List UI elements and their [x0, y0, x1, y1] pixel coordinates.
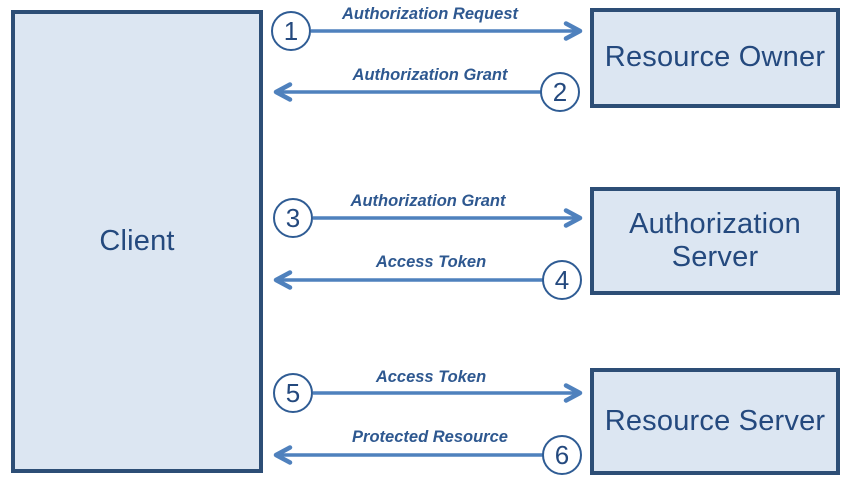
step-3-badge: 3: [273, 198, 313, 238]
step-2-number: 2: [552, 76, 568, 107]
resource-server-box-label: Resource Server: [604, 404, 826, 437]
flow-3-label: Authorization Grant: [350, 192, 506, 210]
step-4-number: 4: [554, 264, 570, 295]
step-2-badge: 2: [540, 72, 580, 112]
step-6-number: 6: [554, 439, 570, 470]
flow-6-label: Protected Resource: [352, 428, 508, 446]
step-5-badge: 5: [273, 373, 313, 413]
step-1-badge: 1: [271, 11, 311, 51]
client-box: Client: [11, 10, 263, 473]
flow-1-label: Authorization Request: [342, 5, 518, 23]
flow-5-label: Access Token: [375, 368, 487, 386]
authorization-server-box-label: Authorization Server: [629, 207, 801, 273]
client-box-label: Client: [99, 224, 175, 257]
step-1-number: 1: [283, 15, 299, 46]
resource-owner-box: Resource Owner: [590, 8, 840, 108]
step-4-badge: 4: [542, 260, 582, 300]
flow-2-label: Authorization Grant: [352, 66, 508, 84]
step-5-number: 5: [285, 377, 301, 408]
step-3-number: 3: [285, 202, 301, 233]
resource-owner-box-label: Resource Owner: [604, 41, 826, 74]
authorization-server-box: Authorization Server: [590, 187, 840, 295]
flow-4-label: Access Token: [375, 253, 487, 271]
resource-server-box: Resource Server: [590, 368, 840, 475]
step-6-badge: 6: [542, 435, 582, 475]
